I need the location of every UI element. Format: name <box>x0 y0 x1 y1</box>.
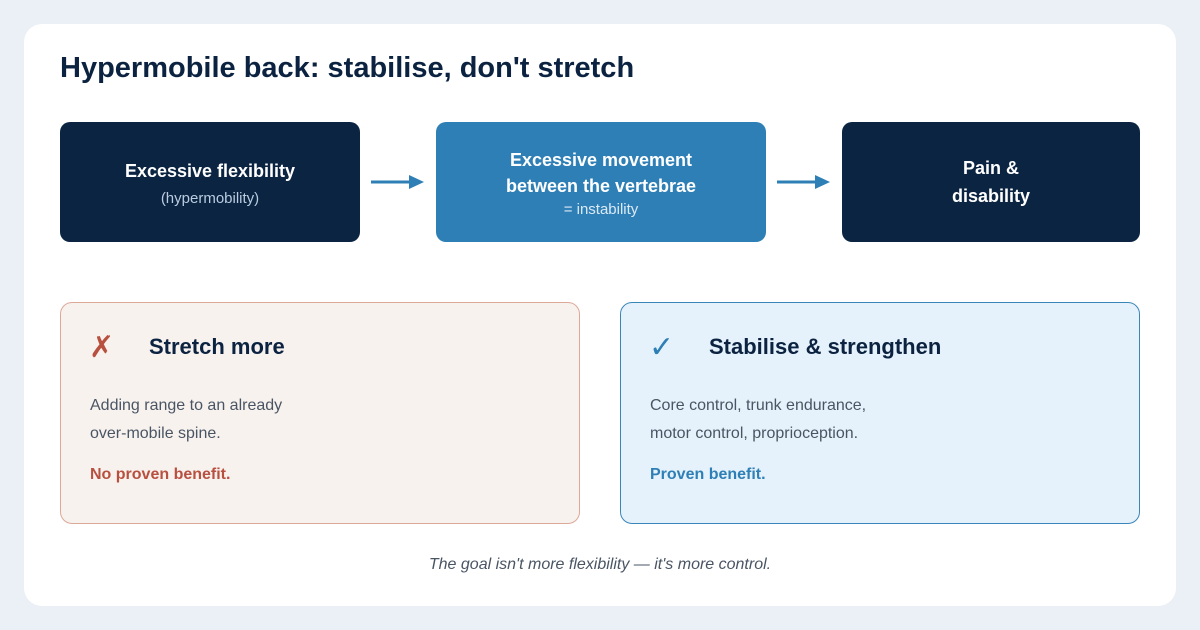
cross-mark-icon: ✗ <box>89 331 115 364</box>
flow-step-sublabel: = instability <box>563 200 639 218</box>
page-title: Hypermobile back: stabilise, don't stret… <box>60 52 635 84</box>
flow-step-instability: Excessive movement between the vertebrae… <box>436 122 766 242</box>
panel-description-line: over-mobile spine. <box>90 425 221 442</box>
panel-verdict: Proven benefit. <box>650 466 766 483</box>
panel-verdict: No proven benefit. <box>90 466 231 483</box>
flow-step-label: Excessive movement <box>509 149 693 170</box>
flow-step-sublabel: (hypermobility) <box>160 189 260 207</box>
stretch-more-panel: ✗ Stretch more Adding range to an alread… <box>60 302 580 524</box>
flow-step-label: disability <box>951 186 1031 206</box>
flow-step-label: Excessive flexibility <box>124 160 296 181</box>
panel-title: Stabilise & strengthen <box>709 334 942 359</box>
footer-caption: The goal isn't more flexibility — it's m… <box>428 556 772 573</box>
stabilise-strengthen-panel: ✓ Stabilise & strengthen Core control, t… <box>620 302 1140 524</box>
panel-description: Adding range to an already over-mobile s… <box>90 392 530 448</box>
check-mark-icon: ✓ <box>649 331 675 364</box>
flow-arrow-icon <box>777 175 830 189</box>
panel-title: Stretch more <box>149 334 285 359</box>
flow-arrow-icon <box>371 175 424 189</box>
panel-description-line: Adding range to an already <box>90 397 283 414</box>
flow-step-pain: Pain & disability <box>842 122 1140 242</box>
flow-step-label: Pain & <box>962 158 1019 178</box>
diagram-card: Hypermobile back: stabilise, don't stret… <box>24 24 1176 606</box>
panel-description-line: Core control, trunk endurance, <box>650 397 867 414</box>
flow-step-flexibility: Excessive flexibility (hypermobility) <box>60 122 360 242</box>
panel-description: Core control, trunk endurance, motor con… <box>650 392 1090 448</box>
panel-description-line: motor control, proprioception. <box>650 425 859 442</box>
flow-step-label: between the vertebrae <box>505 175 697 196</box>
